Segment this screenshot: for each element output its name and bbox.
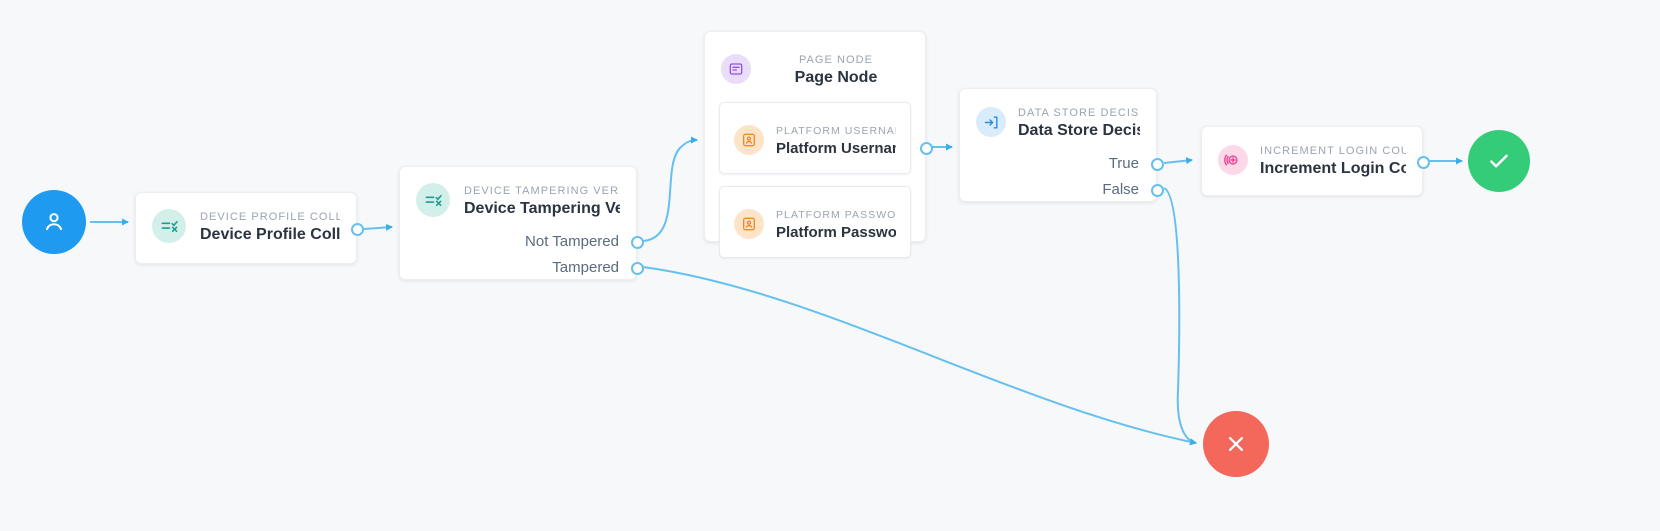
node-header: DEVICE TAMPERING VERIFICA... Device Tamp… <box>400 167 636 231</box>
node-title: Device Profile Collector <box>200 226 340 243</box>
output-label-false: False <box>1102 181 1139 198</box>
start-node[interactable] <box>22 190 86 254</box>
node-text: INCREMENT LOGIN COUNT Increment Login Co… <box>1260 141 1406 179</box>
failure-node[interactable] <box>1203 411 1269 477</box>
node-kicker: PLATFORM USERNAME <box>776 125 896 137</box>
node-header: PLATFORM PASSWORD Platform Password <box>720 187 910 257</box>
node-page-node[interactable]: PAGE NODE Page Node PLATFORM USERNAME Pl… <box>704 31 933 258</box>
node-platform-password[interactable]: PLATFORM PASSWORD Platform Password <box>719 186 911 258</box>
node-kicker: DEVICE PROFILE COLLECTOR <box>200 211 340 223</box>
node-title: Page Node <box>794 69 878 86</box>
check-icon <box>1485 147 1513 175</box>
node-device-profile-collector[interactable]: DEVICE PROFILE COLLECTOR Device Profile … <box>135 192 364 264</box>
output-label-not-tampered: Not Tampered <box>525 233 619 250</box>
node-title: Increment Login Count <box>1260 160 1406 177</box>
page-icon <box>721 54 751 84</box>
output-label-tampered: Tampered <box>552 259 619 276</box>
node-header: INCREMENT LOGIN COUNT Increment Login Co… <box>1202 127 1422 191</box>
increment-icon <box>1218 145 1248 175</box>
node-text: PAGE NODE Page Node <box>763 50 909 88</box>
node-kicker: DATA STORE DECISION <box>1018 107 1140 119</box>
edge-false-to-failure <box>1163 187 1197 446</box>
node-kicker: INCREMENT LOGIN COUNT <box>1260 145 1406 157</box>
device-collector-icon <box>152 209 186 243</box>
node-title: Data Store Decision <box>1018 122 1140 139</box>
edge-tampered-to-failure <box>642 266 1197 446</box>
edge-nottampered-to-pagenode <box>642 136 698 242</box>
node-data-store-decision[interactable]: DATA STORE DECISION Data Store Decision … <box>959 88 1164 202</box>
id-card-icon <box>734 209 764 239</box>
id-card-icon <box>734 125 764 155</box>
node-title: Platform Password <box>776 224 896 241</box>
node-header: DATA STORE DECISION Data Store Decision <box>960 89 1156 153</box>
output-port[interactable] <box>920 142 933 155</box>
output-port[interactable] <box>1417 156 1430 169</box>
edge-true-to-increment <box>1163 157 1193 165</box>
node-kicker: DEVICE TAMPERING VERIFICA... <box>464 185 620 197</box>
node-header: PLATFORM USERNAME Platform Username <box>720 103 910 173</box>
login-arrow-icon <box>976 107 1006 137</box>
node-text: PLATFORM PASSWORD Platform Password <box>776 205 896 243</box>
node-title: Device Tampering Verifi... <box>464 200 620 217</box>
output-port-not-tampered[interactable] <box>631 236 644 249</box>
success-node[interactable] <box>1468 130 1530 192</box>
node-header: PAGE NODE Page Node <box>705 32 925 102</box>
output-port-true[interactable] <box>1151 158 1164 171</box>
node-text: DATA STORE DECISION Data Store Decision <box>1018 103 1140 141</box>
device-collector-icon <box>416 183 450 217</box>
output-label-true: True <box>1108 155 1139 172</box>
node-text: DEVICE PROFILE COLLECTOR Device Profile … <box>200 207 340 245</box>
node-text: DEVICE TAMPERING VERIFICA... Device Tamp… <box>464 181 620 219</box>
output-port-tampered[interactable] <box>631 262 644 275</box>
node-kicker: PLATFORM PASSWORD <box>776 209 896 221</box>
output-port-false[interactable] <box>1151 184 1164 197</box>
user-icon <box>41 209 67 235</box>
node-increment-login-count[interactable]: INCREMENT LOGIN COUNT Increment Login Co… <box>1201 126 1430 196</box>
node-device-tampering-verification[interactable]: DEVICE TAMPERING VERIFICA... Device Tamp… <box>399 166 644 280</box>
output-port[interactable] <box>351 223 364 236</box>
close-icon <box>1223 431 1249 457</box>
node-platform-username[interactable]: PLATFORM USERNAME Platform Username <box>719 102 911 174</box>
node-title: Platform Username <box>776 140 896 157</box>
node-text: PLATFORM USERNAME Platform Username <box>776 121 896 159</box>
node-kicker: PAGE NODE <box>798 54 874 66</box>
node-header: DEVICE PROFILE COLLECTOR Device Profile … <box>136 193 356 257</box>
edge-collector-to-tampering <box>363 223 393 231</box>
